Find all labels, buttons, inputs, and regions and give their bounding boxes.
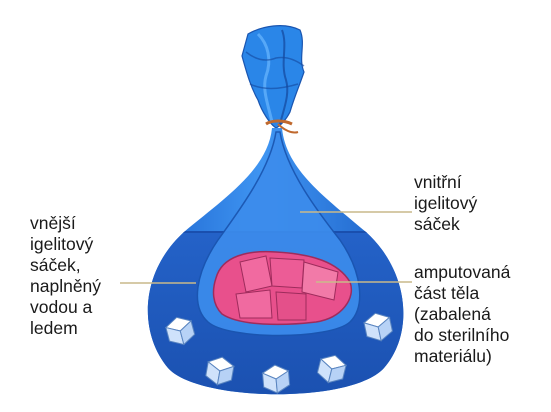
bag-neck — [242, 26, 304, 128]
label-line: igelitový — [414, 193, 477, 214]
label-line: vodou a — [30, 297, 101, 318]
label-line: (zabalená — [414, 304, 510, 325]
label-line: sáček, — [30, 255, 101, 276]
label-line: naplněný — [30, 276, 101, 297]
label-line: sáček — [414, 214, 477, 235]
label-outer-bag: vnější igelitový sáček, naplněný vodou a… — [30, 213, 101, 339]
label-line: materiálu) — [414, 346, 510, 367]
label-line: do sterilního — [414, 325, 510, 346]
label-line: část těla — [414, 283, 510, 304]
label-line: vnější — [30, 213, 101, 234]
label-line: ledem — [30, 318, 101, 339]
label-amputated-part: amputovaná část těla (zabalená do steril… — [414, 262, 510, 367]
label-inner-bag: vnitřní igelitový sáček — [414, 172, 477, 235]
label-line: vnitřní — [414, 172, 477, 193]
label-line: igelitový — [30, 234, 101, 255]
label-line: amputovaná — [414, 262, 510, 283]
